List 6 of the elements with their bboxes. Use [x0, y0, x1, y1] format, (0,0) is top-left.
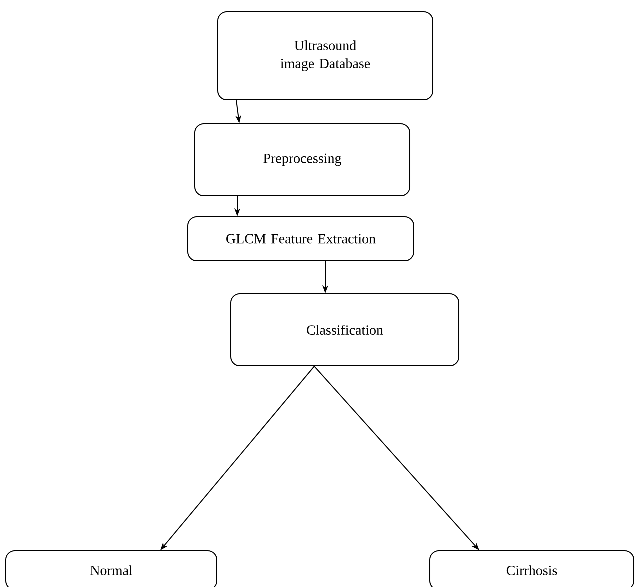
process-box: Ultrasound image Database — [218, 12, 434, 100]
process-box: Classification — [230, 294, 460, 366]
process-box: Preprocessing — [194, 124, 410, 196]
process-box: Cirrhosis — [430, 550, 634, 587]
process-box: GLCM Feature Extraction — [188, 216, 414, 262]
process-box: Normal — [6, 550, 218, 587]
